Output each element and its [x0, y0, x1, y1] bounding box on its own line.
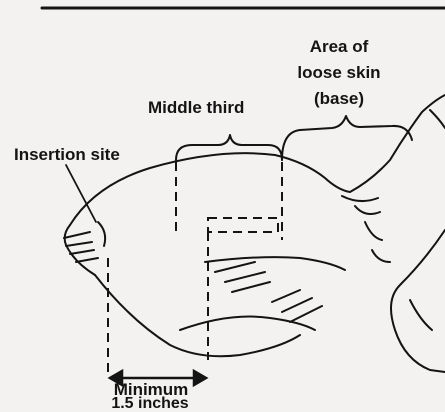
leg-line-upper: [205, 257, 345, 270]
minimum-label-2: 1.5 inches: [90, 397, 210, 411]
area-label-line-3: (base): [284, 89, 394, 109]
area-label-line-2: loose skin: [284, 63, 394, 83]
loose-skin-brace: [282, 116, 412, 160]
tail-tuft: [64, 232, 98, 262]
insertion-site-mark: [98, 222, 105, 246]
front-leg-outline: [391, 230, 445, 372]
dashed-marker-box: [208, 218, 278, 232]
minimum-label-line-2: 1.5 inches: [90, 397, 210, 411]
front-leg-inner: [410, 300, 432, 330]
neck-fur: [342, 196, 390, 262]
area-label-line-1: Area of: [284, 37, 394, 57]
middle-third-label: Middle third: [148, 98, 244, 118]
fur-strokes: [215, 262, 322, 322]
belly-outline: [95, 275, 300, 356]
insertion-site-label: Insertion site: [14, 145, 120, 165]
middle-third-brace: [176, 135, 282, 160]
area-of-loose-skin-label: Area of loose skin (base): [284, 37, 394, 109]
ear-outline: [430, 110, 445, 128]
insertion-leader: [66, 165, 96, 222]
